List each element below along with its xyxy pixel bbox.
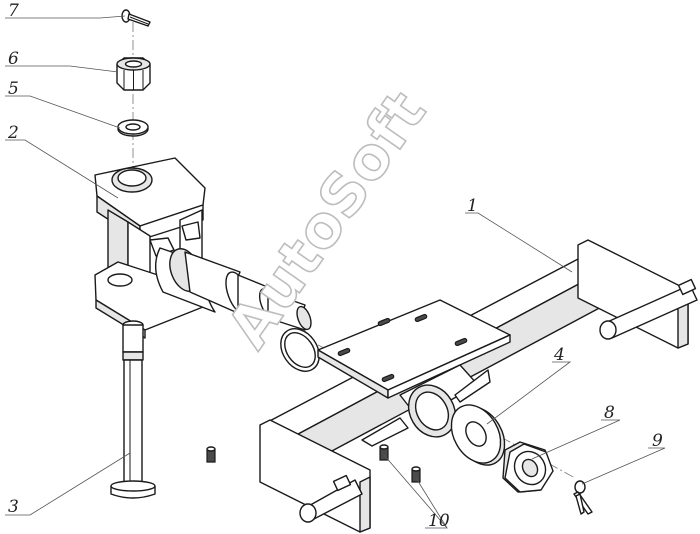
cotter-pin-right xyxy=(573,480,593,515)
callout-6: 6 xyxy=(8,49,19,69)
hex-nut xyxy=(502,441,554,493)
callout-9: 9 xyxy=(652,431,663,451)
castle-nut-top xyxy=(116,57,151,91)
axle-frame-beam xyxy=(259,239,698,533)
callout-2: 2 xyxy=(7,123,19,143)
callout-3: 3 xyxy=(8,497,19,517)
callout-1: 1 xyxy=(467,196,478,216)
thrust-washer xyxy=(450,404,506,466)
housing-shaft xyxy=(155,247,312,331)
king-pin xyxy=(110,320,156,499)
o-ring xyxy=(280,328,320,372)
callout-4: 4 xyxy=(553,345,565,365)
callout-leaders xyxy=(5,15,666,529)
callout-10: 10 xyxy=(428,511,450,531)
callout-5: 5 xyxy=(8,79,19,99)
washer-top xyxy=(117,119,149,137)
callout-7: 7 xyxy=(8,1,19,21)
swivel-bracket-housing xyxy=(94,157,211,339)
callout-8: 8 xyxy=(604,403,615,423)
cotter-pin-top xyxy=(121,9,151,27)
